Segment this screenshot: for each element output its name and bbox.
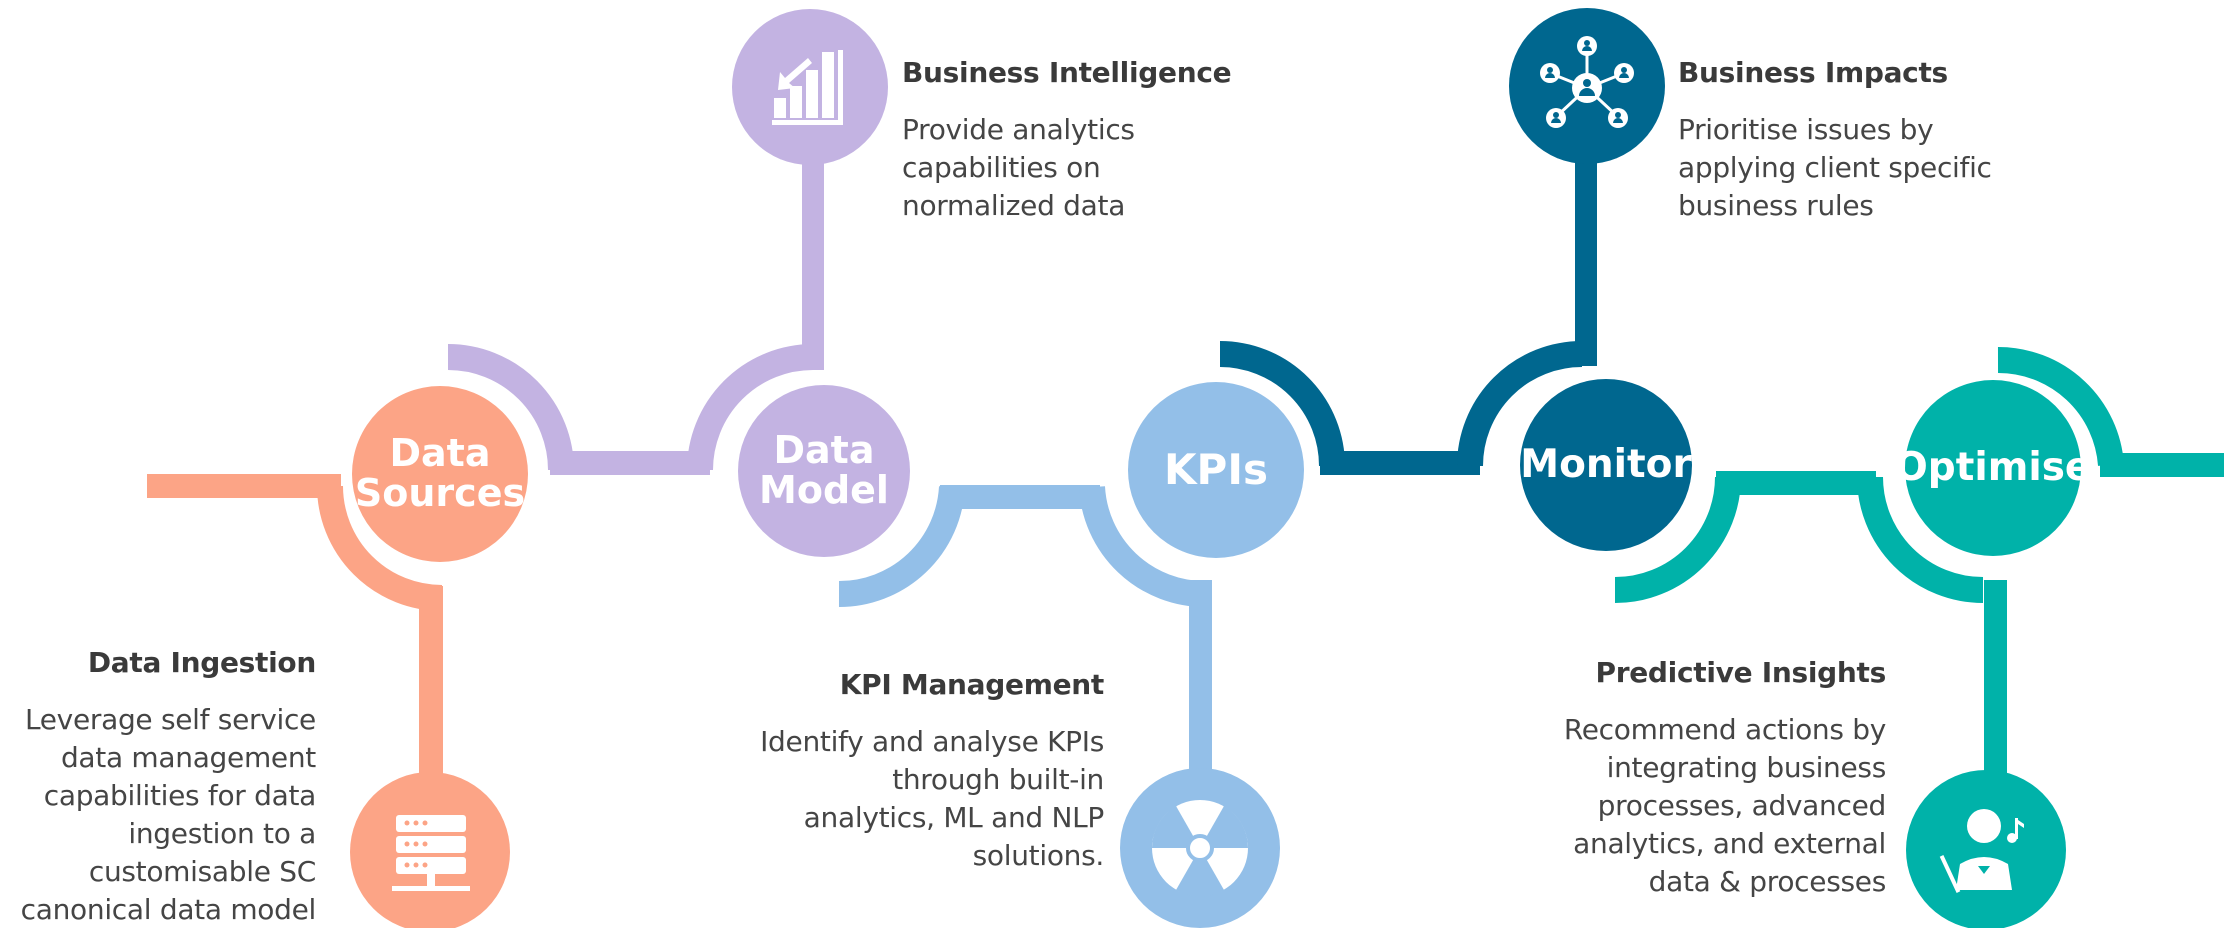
data-model-label-line-2: Model	[759, 468, 889, 512]
kpis-node-label: KPIs	[1128, 420, 1304, 520]
predictive-insights-title: Predictive Insights	[1595, 656, 1887, 689]
kpi-management-desc: Identify and analyse KPIs through built-…	[760, 725, 1104, 872]
kpi-management-title: KPI Management	[839, 668, 1105, 701]
optimise-branch	[1614, 346, 2224, 928]
kpis-circle	[1128, 382, 1304, 558]
data-sources-label-line-2: Sources	[354, 471, 526, 515]
kpis-label: KPIs	[1164, 444, 1268, 494]
optimise-top-right-arc	[1997, 346, 2124, 467]
monitor-stem	[1575, 150, 1597, 366]
optimise-right-bar	[2100, 453, 2224, 477]
data-model-left-arc	[447, 344, 574, 471]
kpi-management-info: KPI Management Identify and analyse KPIs…	[700, 668, 1104, 875]
optimise-label: Optimise	[1894, 444, 2092, 490]
business-intelligence-title: Business Intelligence	[902, 56, 1232, 89]
business-impacts-info: Business Impacts Prioritise issues by ap…	[1678, 56, 2038, 225]
optimise-right-arc	[1857, 476, 1984, 603]
data-sources-stem	[419, 586, 443, 796]
bar-chart-icon	[772, 50, 843, 125]
optimise-circle	[1905, 380, 2081, 556]
business-impacts-title: Business Impacts	[1678, 56, 1948, 89]
data-sources-circle	[352, 386, 528, 562]
radiation-icon	[1151, 800, 1249, 897]
kpis-connector	[940, 485, 1100, 509]
network-people-icon-heads	[1545, 40, 1629, 123]
kpis-left-arc	[838, 485, 965, 608]
conductor-icon	[1939, 809, 2024, 893]
business-intelligence-desc: Provide analytics capabilities on normal…	[902, 113, 1135, 222]
data-model-stem	[802, 160, 824, 370]
kpis-branch	[838, 382, 1304, 928]
data-sources-node-label: Data Sources	[352, 400, 528, 548]
data-ingestion-info: Data Ingestion Leverage self service dat…	[4, 646, 317, 929]
monitor-label: Monitor	[1520, 441, 1692, 487]
data-model-top-arc	[687, 344, 814, 471]
monitor-circle	[1520, 379, 1692, 551]
data-model-branch	[447, 9, 910, 557]
predictive-insights-desc: Recommend actions by integrating busines…	[1563, 713, 1886, 898]
predictive-insights-info: Predictive Insights Recommend actions by…	[1500, 656, 1886, 901]
monitor-left-arc	[1219, 341, 1345, 467]
monitor-branch	[1219, 8, 1692, 551]
monitor-connector	[1320, 451, 1480, 475]
data-sources-arc	[317, 485, 443, 611]
predictive-insights-icon-circle	[1906, 770, 2066, 928]
business-intelligence-info: Business Intelligence Provide analytics …	[902, 56, 1262, 225]
data-ingestion-title: Data Ingestion	[87, 646, 316, 679]
kpis-stem	[1189, 580, 1212, 800]
data-sources-label-line-1: Data	[389, 431, 491, 476]
server-stack-icon	[392, 815, 470, 891]
data-sources-left-bar	[147, 474, 341, 498]
optimise-connector	[1716, 471, 1876, 495]
data-model-node-label: Data Model	[738, 399, 910, 543]
business-impacts-desc: Prioritise issues by applying client spe…	[1678, 113, 1992, 222]
optimise-left-arc	[1614, 476, 1741, 603]
kpis-right-arc	[1079, 485, 1206, 608]
data-model-connector	[550, 451, 710, 475]
data-model-label-line-1: Data	[773, 428, 875, 473]
optimise-node-label: Optimise	[1894, 418, 2092, 518]
data-sources-branch	[147, 386, 528, 928]
data-model-circle	[738, 385, 910, 557]
optimise-stem	[1984, 580, 2007, 800]
monitor-node-label: Monitor	[1512, 415, 1700, 515]
monitor-top-arc	[1457, 341, 1583, 467]
data-ingestion-desc: Leverage self service data management ca…	[20, 703, 317, 926]
